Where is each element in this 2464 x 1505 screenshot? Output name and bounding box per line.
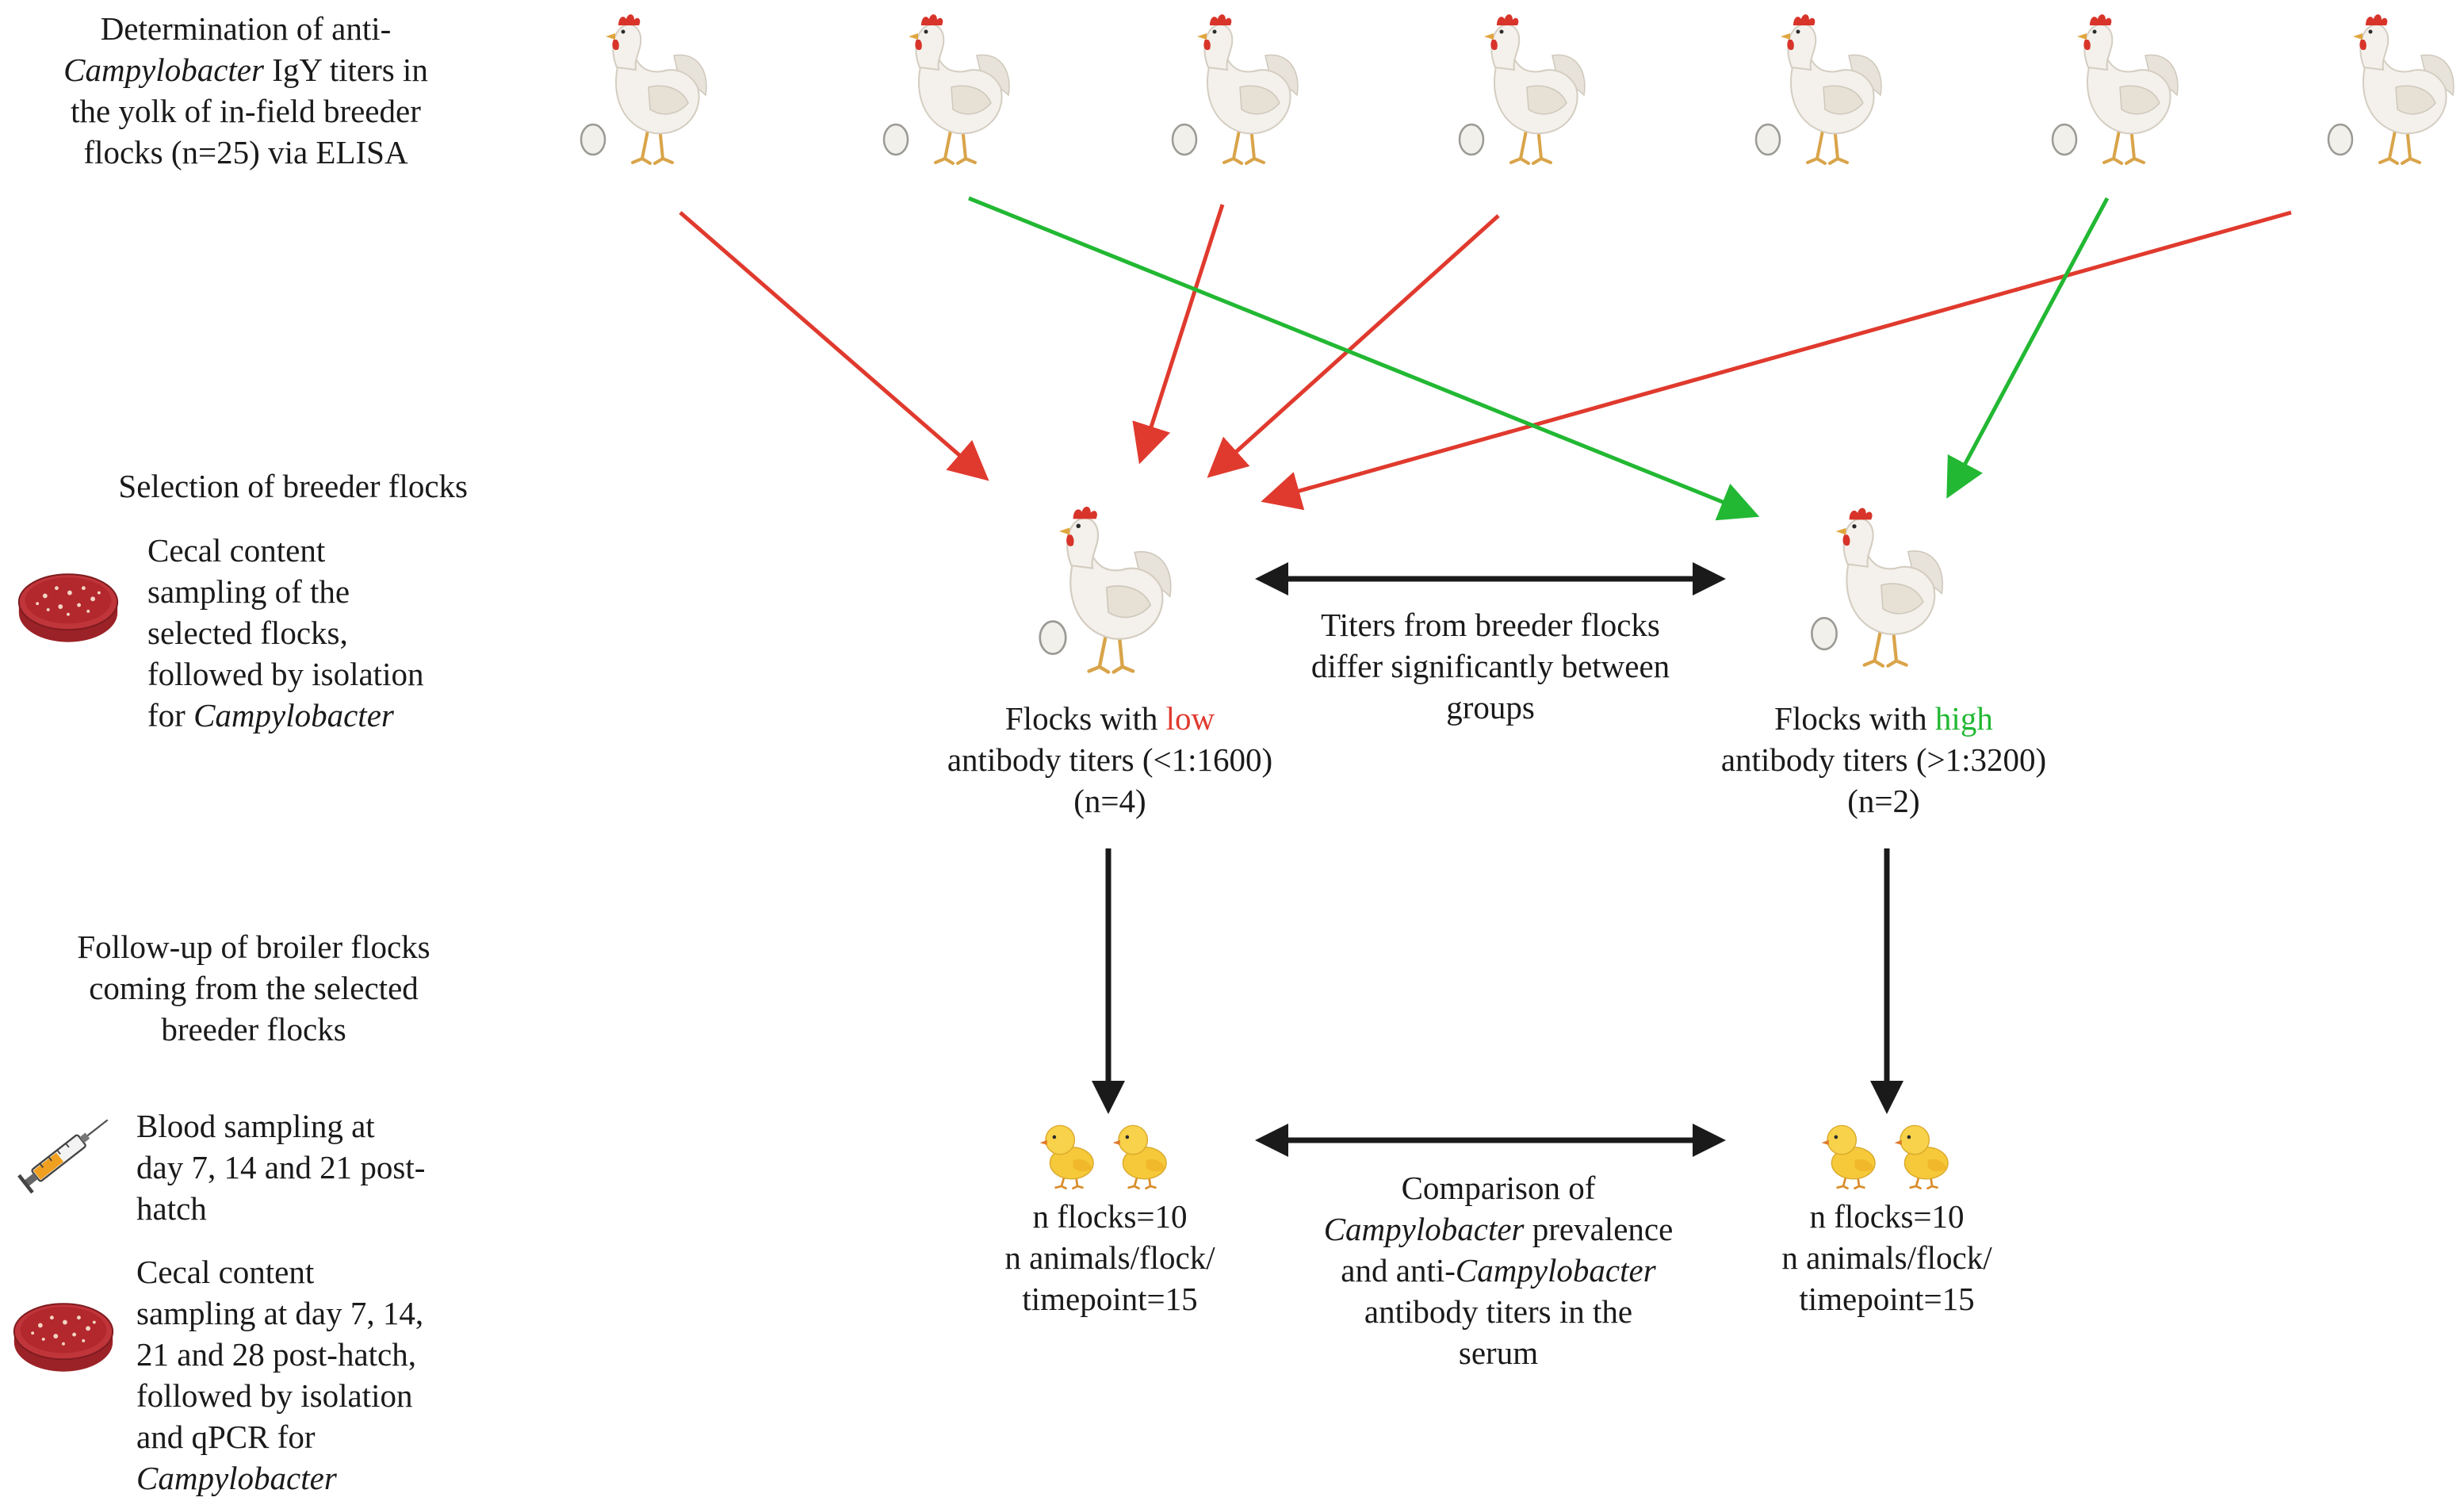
egg-icon bbox=[580, 123, 606, 156]
egg-icon bbox=[1754, 123, 1781, 156]
low-selection-arrow bbox=[1207, 214, 1500, 478]
cecal-sampling-text: Cecal content sampling at day 7, 14, 21 … bbox=[136, 1254, 424, 1496]
breeder-hens-row bbox=[580, 13, 2455, 166]
high-selection-arrow bbox=[1946, 197, 2110, 499]
breeder-comparison-text: Titers from breeder flocks differ signif… bbox=[1310, 607, 1670, 726]
egg-icon bbox=[2327, 123, 2354, 156]
hen-icon bbox=[907, 13, 1011, 166]
hen-icon bbox=[2076, 13, 2179, 166]
egg-icon bbox=[1171, 123, 1198, 156]
high-broiler-counts: n flocks=10 n animals/flock/ timepoint=1… bbox=[1781, 1198, 1992, 1317]
selection-arrows bbox=[679, 196, 2292, 521]
hen-icon bbox=[1836, 508, 1943, 666]
broiler-comparison-text: Comparison of Campylobacter prevalence a… bbox=[1323, 1170, 1674, 1371]
low-selection-arrow bbox=[679, 211, 989, 481]
low-broiler-counts: n flocks=10 n animals/flock/ timepoint=1… bbox=[1004, 1198, 1215, 1317]
petri-dish-icon bbox=[17, 573, 119, 643]
step1-line4: flocks (n=25) via ELISA bbox=[83, 134, 408, 170]
low-highlight: low bbox=[1165, 700, 1215, 737]
hen-icon bbox=[1483, 13, 1586, 166]
syringe-icon bbox=[16, 1110, 116, 1195]
step1-description: Determination of anti- Campylobacter IgY… bbox=[24, 8, 468, 173]
hen-icon bbox=[604, 13, 708, 166]
egg-icon bbox=[1811, 616, 1838, 651]
step2-title: Selection of breeder flocks bbox=[118, 468, 468, 504]
hen-icon bbox=[1779, 13, 1883, 166]
chick-icon bbox=[1111, 1124, 1168, 1189]
high-group-label: Flocks with high antibody titers (>1:320… bbox=[1720, 700, 2047, 819]
egg-icon bbox=[1039, 620, 1067, 656]
petri-dish-icon bbox=[13, 1303, 114, 1373]
high-highlight: high bbox=[1934, 700, 1993, 737]
low-selection-arrow bbox=[1261, 210, 2292, 511]
hen-icon bbox=[2351, 13, 2455, 166]
chick-icon bbox=[1893, 1124, 1949, 1189]
chick-icon bbox=[1820, 1124, 1877, 1189]
low-group-label: Flocks with low antibody titers (<1:1600… bbox=[947, 700, 1273, 819]
chick-icon bbox=[1039, 1124, 1095, 1189]
step3-title: Follow-up of broiler flocks coming from … bbox=[77, 929, 430, 1047]
egg-icon bbox=[2051, 123, 2078, 156]
hen-icon bbox=[1196, 13, 1299, 166]
step1-organism: Campylobacter bbox=[63, 52, 264, 88]
blood-sampling-text: Blood sampling at day 7, 14 and 21 post-… bbox=[136, 1108, 426, 1227]
hen-icon bbox=[1059, 507, 1171, 672]
egg-icon bbox=[882, 123, 909, 156]
egg-icon bbox=[1458, 123, 1485, 156]
high-selection-arrow bbox=[968, 196, 1760, 521]
low-selection-arrow bbox=[1132, 204, 1225, 465]
step1-line1: Determination of anti- bbox=[100, 10, 392, 47]
step2-detail: Cecal content sampling of the selected f… bbox=[147, 532, 424, 733]
step1-line3: the yolk of in-field breeder bbox=[71, 93, 421, 129]
